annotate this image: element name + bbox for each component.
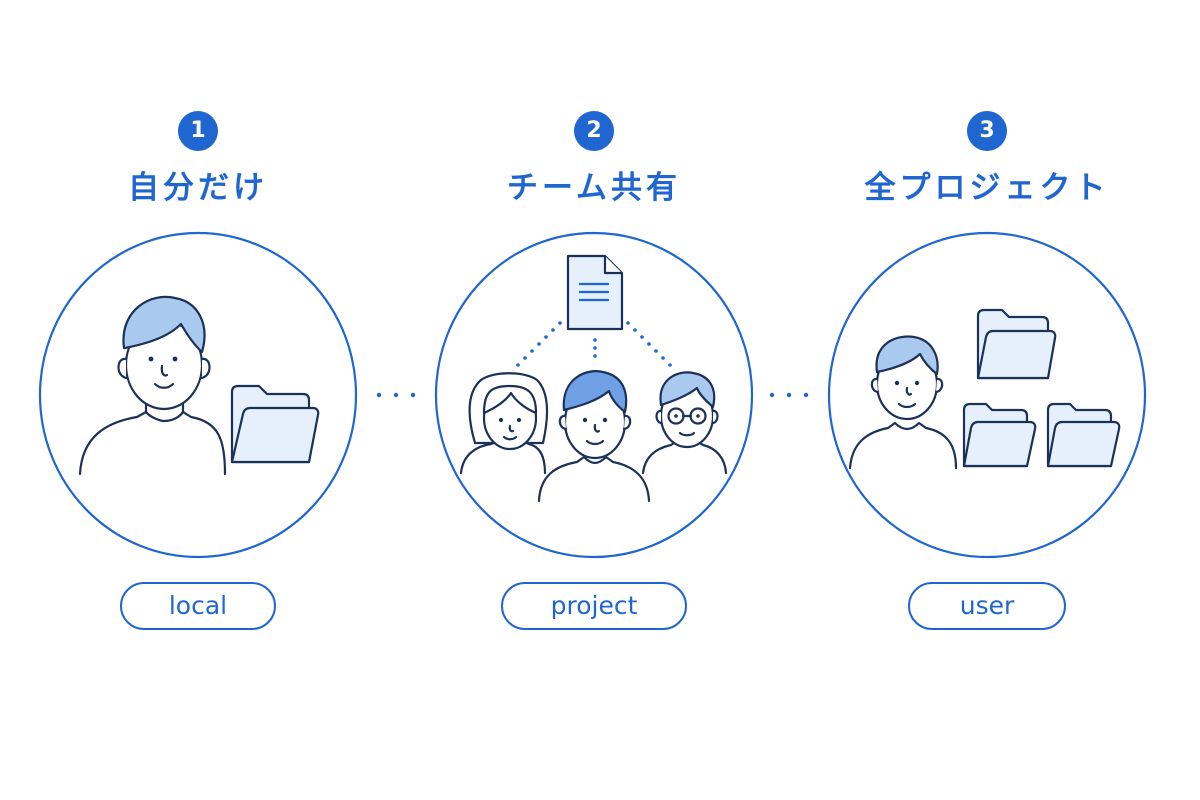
document-icon <box>566 254 624 331</box>
step-project: 2 チーム共有 <box>429 0 759 800</box>
dotted-connector <box>769 392 809 398</box>
person-woman-icon <box>459 372 549 475</box>
scope-label-project: project <box>501 582 687 630</box>
step-illustration <box>33 228 363 562</box>
person-icon <box>78 295 227 476</box>
scope-label-user: user <box>908 582 1066 630</box>
scope-label-local: local <box>120 582 276 630</box>
step-local: 1 自分だけ <box>33 0 363 800</box>
folder-icon <box>962 402 1037 468</box>
person-icon <box>848 335 958 470</box>
person-man-icon <box>537 370 651 503</box>
step-title: チーム共有 <box>506 170 682 206</box>
folder-icon <box>1046 402 1121 468</box>
folder-icon <box>230 384 320 464</box>
dotted-connector <box>376 392 416 398</box>
scope-circle <box>827 231 1147 559</box>
step-title: 自分だけ <box>128 170 268 206</box>
step-illustration <box>822 228 1152 562</box>
step-user: 3 全プロジェクト <box>822 0 1152 800</box>
step-illustration <box>429 228 759 562</box>
project-scene-svg <box>434 231 754 559</box>
scope-circle <box>38 231 358 559</box>
folder-icon <box>976 308 1057 380</box>
step-number-badge: 3 <box>967 111 1007 151</box>
step-number-badge: 1 <box>178 111 218 151</box>
user-scene-svg <box>827 231 1147 559</box>
step-number-badge: 2 <box>574 111 614 151</box>
person-glasses-icon <box>641 371 728 475</box>
local-scene-svg <box>38 231 358 559</box>
share-links <box>516 321 672 367</box>
step-title: 全プロジェクト <box>864 170 1110 206</box>
